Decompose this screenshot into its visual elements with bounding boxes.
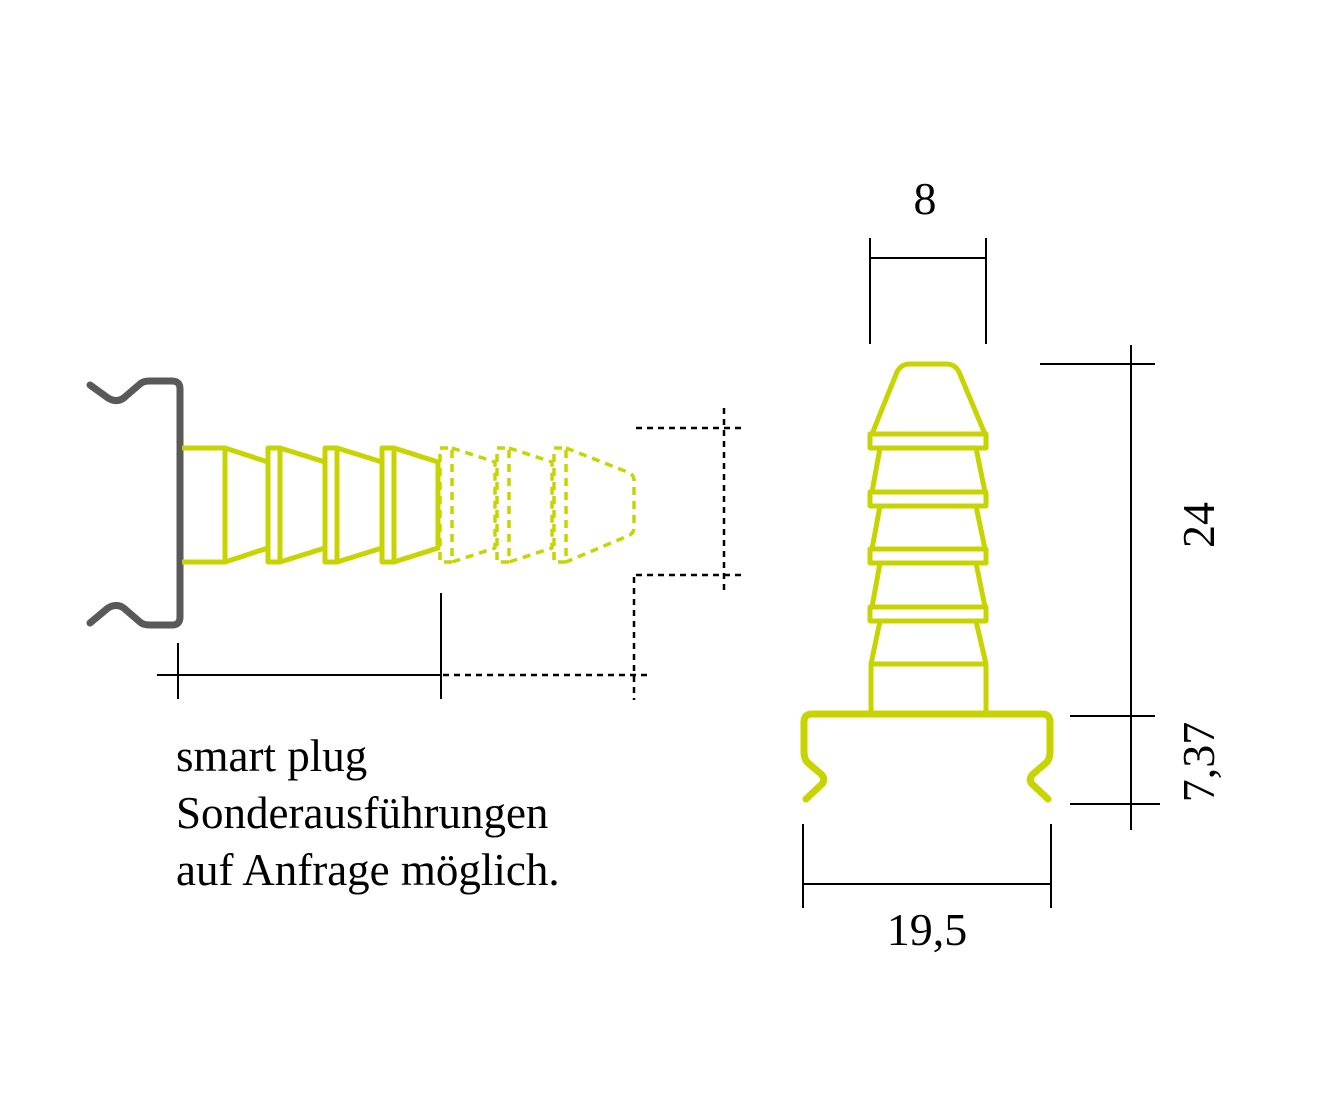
- dim-label-height-plug: 24: [1173, 502, 1224, 548]
- plug-front-shank: [868, 664, 989, 714]
- plug-optional-ring-3: [552, 446, 568, 564]
- plug-shank: [182, 445, 228, 565]
- rail-profile-front: [800, 710, 1054, 803]
- plug-front-fin-3: [867, 546, 989, 566]
- dim-label-width-top: 8: [914, 173, 937, 224]
- plug-cone-3: [336, 445, 385, 565]
- plug-optional-ring-1: [438, 446, 454, 564]
- side-view: [86, 377, 745, 700]
- plug-ring-2: [322, 445, 340, 565]
- front-view: 8 24 7,37 19,5: [800, 173, 1224, 955]
- plug-front-stack: [867, 361, 989, 714]
- caption-note-line-2: auf Anfrage möglich.: [176, 845, 560, 895]
- plug-optional-cone-2: [508, 446, 554, 564]
- mounting-rail-profile: [86, 377, 184, 629]
- plug-front-fin-1: [867, 431, 989, 451]
- caption-note-line-1: Sonderausführungen: [176, 788, 549, 838]
- plug-front-fin-4: [867, 604, 989, 624]
- plug-ring-3: [379, 445, 397, 565]
- plug-front-cone-4: [869, 562, 988, 608]
- caption-product-name: smart plug: [176, 731, 368, 781]
- plug-ring-1: [265, 445, 283, 565]
- front-view-dimensions: [802, 238, 1160, 908]
- plug-optional-ring-2: [495, 446, 511, 564]
- side-view-dimensions: [157, 593, 442, 699]
- plug-optional-cone-1: [451, 446, 497, 564]
- plug-front-tip: [869, 361, 988, 435]
- dim-label-width-rail: 19,5: [887, 904, 968, 955]
- side-view-optional-dimensions: [443, 408, 745, 700]
- plug-solid-segments: [182, 445, 441, 565]
- plug-front-cone-5: [868, 620, 989, 667]
- plug-cone-4: [393, 445, 441, 565]
- plug-optional-segments: [438, 446, 636, 564]
- plug-front-cone-3: [869, 505, 988, 550]
- plug-optional-tip: [565, 446, 636, 564]
- dim-label-height-rail: 7,37: [1173, 722, 1224, 803]
- plug-front-fin-2: [867, 489, 989, 509]
- plug-front-cone-2: [869, 447, 988, 493]
- plug-cone-2: [279, 445, 328, 565]
- caption: smart plug Sonderausführungen auf Anfrag…: [176, 728, 560, 899]
- plug-cone-1: [224, 445, 271, 565]
